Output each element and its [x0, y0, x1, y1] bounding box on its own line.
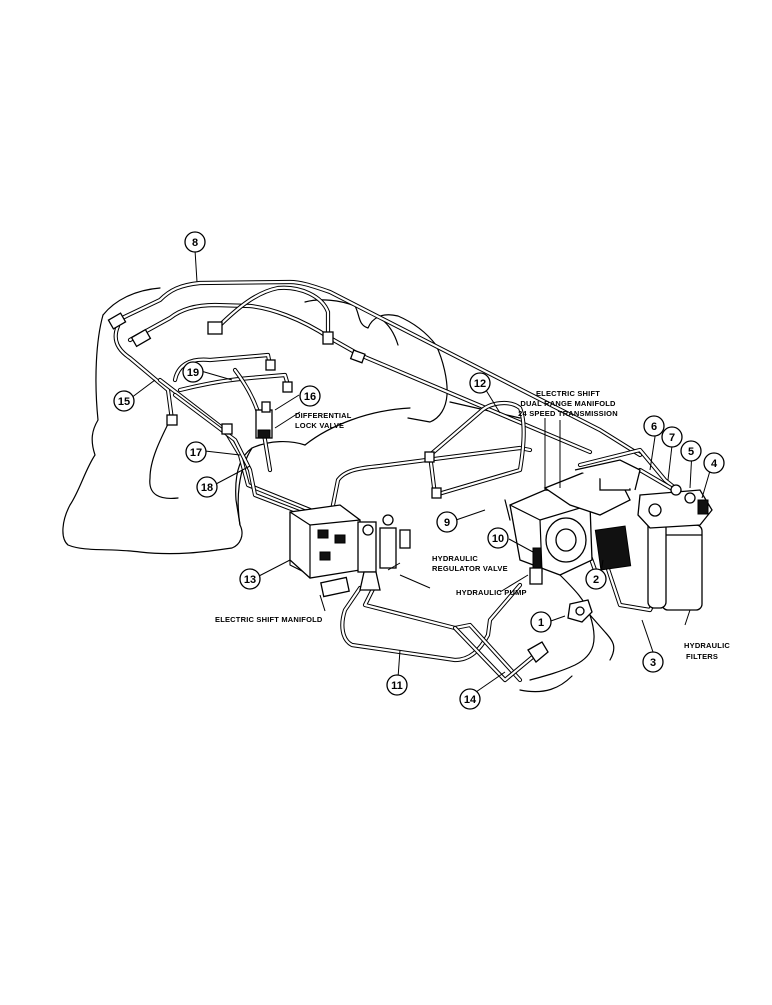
svg-text:14: 14 [464, 694, 477, 706]
svg-text:17: 17 [190, 447, 202, 459]
callout-16: 16 [299, 385, 321, 407]
label-hydraulic-regulator-1: HYDRAULIC [432, 554, 478, 563]
text-labels: ELECTRIC SHIFT DUAL RANGE MANIFOLD 24 SP… [215, 389, 730, 661]
label-electric-shift-1: ELECTRIC SHIFT [536, 389, 600, 398]
label-hydraulic-filters-1: HYDRAULIC [684, 641, 730, 650]
svg-text:7: 7 [669, 432, 675, 444]
callout-14: 14 [459, 688, 481, 710]
callout-17: 17 [185, 441, 207, 463]
svg-text:12: 12 [474, 378, 486, 390]
svg-text:9: 9 [444, 517, 450, 529]
callout-7: 7 [661, 426, 683, 448]
callout-18: 18 [196, 476, 218, 498]
svg-text:10: 10 [492, 533, 504, 545]
svg-text:1: 1 [538, 617, 544, 629]
callout-1: 1 [530, 611, 552, 633]
callout-11: 11 [386, 674, 408, 696]
svg-text:8: 8 [192, 237, 198, 249]
callout-5: 5 [680, 440, 702, 462]
leader-lines [130, 249, 713, 693]
svg-text:2: 2 [593, 574, 599, 586]
callout-4: 4 [703, 452, 725, 474]
callout-12: 12 [469, 372, 491, 394]
label-hydraulic-filters-2: FILTERS [686, 652, 718, 661]
label-hydraulic-regulator-2: REGULATOR VALVE [432, 564, 508, 573]
label-electric-shift-manifold: ELECTRIC SHIFT MANIFOLD [215, 615, 323, 624]
callout-2: 2 [585, 568, 607, 590]
callout-15: 15 [113, 390, 135, 412]
svg-text:11: 11 [391, 680, 403, 692]
svg-text:5: 5 [688, 446, 694, 458]
callout-19: 19 [182, 361, 204, 383]
svg-text:19: 19 [187, 367, 199, 379]
svg-text:15: 15 [118, 396, 130, 408]
callout-6: 6 [643, 415, 665, 437]
label-electric-shift-2: DUAL RANGE MANIFOLD [520, 399, 616, 408]
callout-3: 3 [642, 651, 664, 673]
label-hydraulic-pump: HYDRAULIC PUMP [456, 588, 527, 597]
components [107, 312, 713, 663]
svg-text:3: 3 [650, 657, 656, 669]
svg-text:6: 6 [651, 421, 657, 433]
label-differential-2: LOCK VALVE [295, 421, 344, 430]
callout-8: 8 [184, 231, 206, 253]
svg-text:13: 13 [244, 574, 256, 586]
label-electric-shift-3: 24 SPEED TRANSMISSION [518, 409, 618, 418]
tractor-outline [62, 287, 615, 693]
callout-13: 13 [239, 568, 261, 590]
label-differential-1: DIFFERENTIAL [295, 411, 352, 420]
callout-9: 9 [436, 511, 458, 533]
callout-10: 10 [487, 527, 509, 549]
svg-text:18: 18 [201, 482, 213, 494]
callouts: 8 15 19 16 17 18 13 12 9 10 11 14 1 2 3 … [113, 231, 725, 710]
svg-text:16: 16 [304, 391, 316, 403]
svg-text:4: 4 [711, 458, 718, 470]
